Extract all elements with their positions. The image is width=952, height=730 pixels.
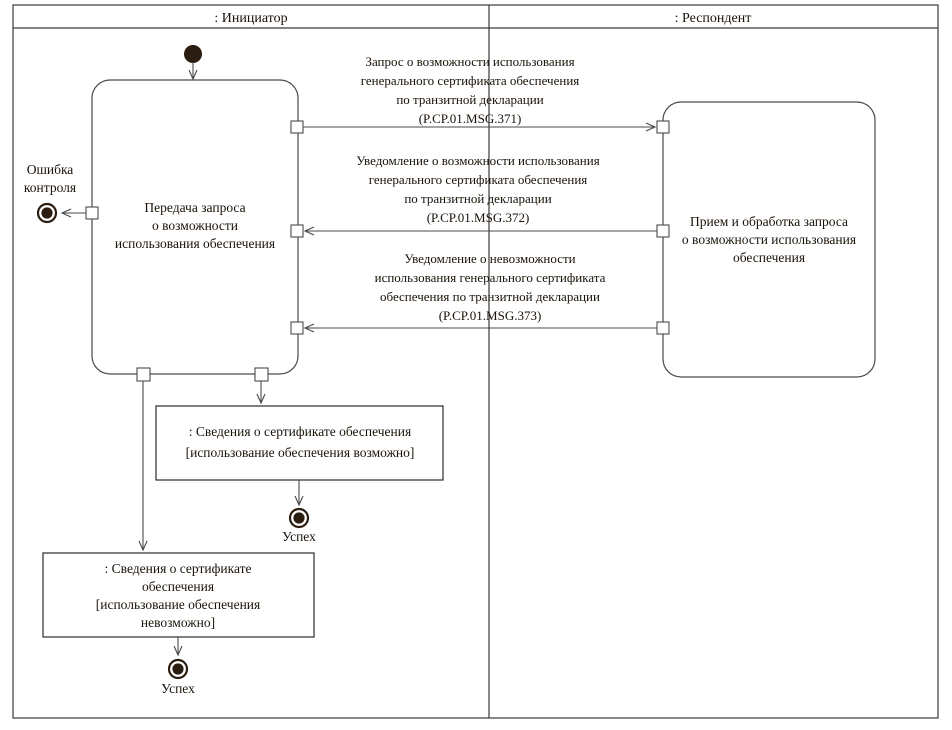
object-possible-box[interactable] <box>155 405 444 481</box>
lane-title-initiator: : Инициатор <box>214 11 287 26</box>
error-end-label-line-2: контроля <box>24 180 76 195</box>
object-impossible-line-2: обеспечения <box>142 579 214 594</box>
success-end-label-1: Успех <box>282 529 316 544</box>
success-1-final-inner <box>293 512 305 524</box>
message-371-line-2: генерального сертификата обеспечения <box>361 73 580 88</box>
object-possible-line-1: : Сведения о сертификате обеспечения <box>189 424 411 439</box>
message-371: Запрос о возможности использования генер… <box>303 54 657 132</box>
respondent-activity-line-1: Прием и обработка запроса <box>690 214 848 229</box>
message-371-line-4: (P.CP.01.MSG.371) <box>419 111 522 126</box>
error-end-node: Ошибка контроля <box>24 162 86 224</box>
message-373-line-2: использования генерального сертификата <box>375 270 606 285</box>
message-372-line-2: генерального сертификата обеспечения <box>369 172 588 187</box>
message-373-line-1: Уведомление о невозможности <box>404 251 575 266</box>
message-371-line-1: Запрос о возможности использования <box>365 54 574 69</box>
respondent-port-send-372[interactable] <box>656 224 670 238</box>
message-371-line-3: по транзитной декларации <box>396 92 543 107</box>
message-372-line-1: Уведомление о возможности использования <box>356 153 599 168</box>
error-end-label-line-1: Ошибка <box>27 162 74 177</box>
respondent-activity-box[interactable] <box>662 101 876 378</box>
initial-node-circle <box>184 45 202 63</box>
object-impossible-line-3: [использование обеспечения <box>96 597 261 612</box>
initial-node <box>184 45 202 81</box>
initiator-port-error[interactable] <box>85 206 99 220</box>
initiator-port-receive-373[interactable] <box>290 321 304 335</box>
lane-title-respondent: : Респондент <box>675 11 752 26</box>
respondent-port-send-373[interactable] <box>656 321 670 335</box>
success-2-final-inner <box>172 663 184 675</box>
initiator-port-out-impossible[interactable] <box>136 367 151 382</box>
respondent-activity-line-2: о возможности использования <box>682 232 856 247</box>
initiator-port-send-371[interactable] <box>290 120 304 134</box>
initiator-port-receive-372[interactable] <box>290 224 304 238</box>
object-node-impossible[interactable]: : Сведения о сертификате обеспечения [ис… <box>42 381 315 638</box>
initiator-activity-line-2: о возможности <box>152 218 238 233</box>
message-373-line-4: (P.CP.01.MSG.373) <box>439 308 542 323</box>
respondent-activity-line-3: обеспечения <box>733 250 805 265</box>
object-impossible-box[interactable] <box>42 552 315 638</box>
object-possible-line-2: [использование обеспечения возможно] <box>186 445 415 460</box>
success-end-node-2: Успех <box>161 637 195 696</box>
message-373-line-3: обеспечения по транзитной декларации <box>380 289 600 304</box>
initiator-activity[interactable]: Передача запроса о возможности использов… <box>85 79 304 382</box>
message-372: Уведомление о возможности использования … <box>303 153 657 236</box>
initiator-port-out-possible[interactable] <box>254 367 269 382</box>
object-impossible-line-1: : Сведения о сертификате <box>105 561 252 576</box>
success-end-label-2: Успех <box>161 681 195 696</box>
initiator-activity-line-3: использования обеспечения <box>115 236 275 251</box>
success-end-node-1: Успех <box>282 480 316 544</box>
message-372-line-3: по транзитной декларации <box>404 191 551 206</box>
message-373: Уведомление о невозможности использовани… <box>303 251 657 333</box>
initiator-activity-line-1: Передача запроса <box>144 200 245 215</box>
error-final-inner <box>41 207 53 219</box>
respondent-activity[interactable]: Прием и обработка запроса о возможности … <box>656 101 876 378</box>
message-372-line-4: (P.CP.01.MSG.372) <box>427 210 530 225</box>
object-impossible-line-4: невозможно] <box>141 615 215 630</box>
respondent-port-receive-371[interactable] <box>656 120 670 134</box>
object-node-possible[interactable]: : Сведения о сертификате обеспечения [ис… <box>155 381 444 481</box>
